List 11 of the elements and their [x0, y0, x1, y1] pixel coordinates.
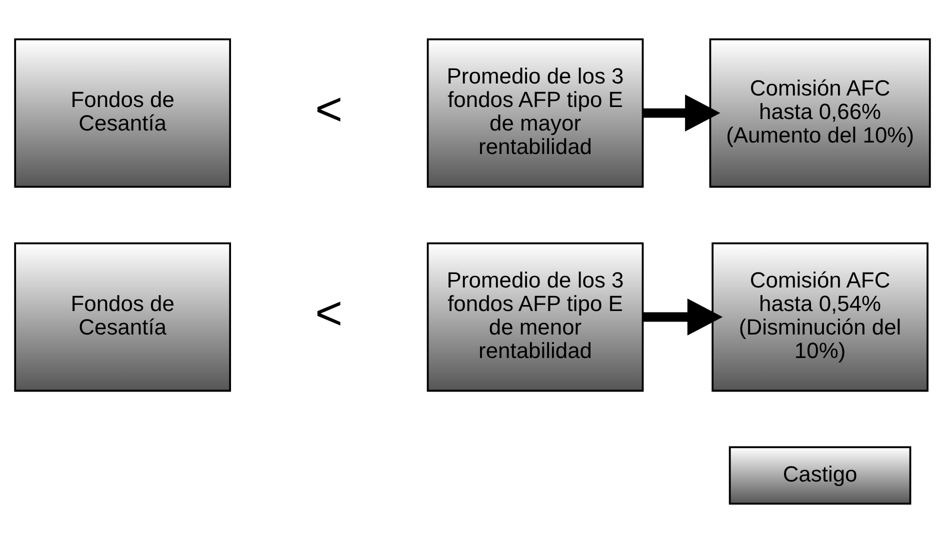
- node-box: Promedio de los 3 fondos AFP tipo E de menor rentabilidad: [426, 242, 644, 392]
- node-box: Fondos de Cesantía: [14, 38, 232, 188]
- label: <: [315, 81, 343, 134]
- node-box: Fondos de Cesantía: [14, 242, 232, 392]
- arrow: [642, 94, 720, 131]
- node-box: Comisión AFC hasta 0,54% (Disminución del 10%): [712, 242, 928, 392]
- node-box: Comisión AFC hasta 0,66% (Aumento del 10%): [709, 38, 931, 188]
- node-box: Castigo: [728, 446, 912, 504]
- node-box: Promedio de los 3 fondos AFP tipo E de mayor rentabilidad: [426, 38, 644, 188]
- label: <: [315, 285, 343, 338]
- arrow: [642, 298, 723, 335]
